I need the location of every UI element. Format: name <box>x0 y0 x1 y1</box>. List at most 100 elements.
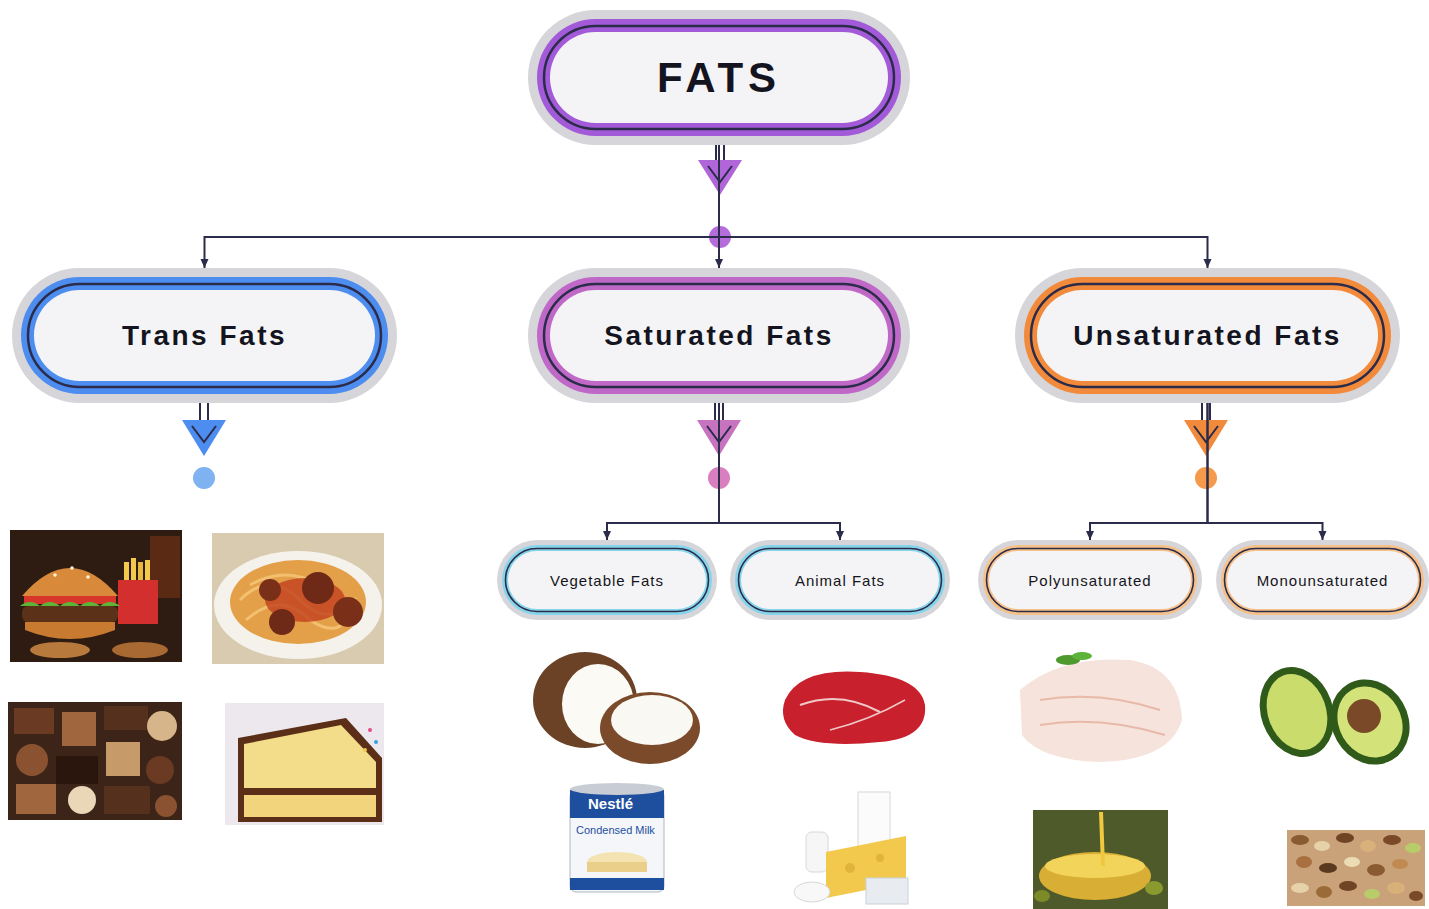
illustration-part <box>244 795 376 817</box>
pill-layer <box>1024 277 1391 394</box>
pill-layer <box>1015 268 1400 403</box>
illustration-part <box>1020 659 1182 762</box>
illustration-part <box>570 783 664 795</box>
illustration-part <box>1339 881 1357 891</box>
illustration-part <box>587 852 647 872</box>
pill-layer <box>1227 551 1418 609</box>
illustration-part <box>193 467 215 489</box>
illustration-part <box>1291 883 1309 893</box>
pill-layer <box>983 545 1197 615</box>
illustration-part <box>1367 864 1385 876</box>
fat-category-box: Unsaturated Fats <box>1015 268 1400 403</box>
illustration-part <box>20 602 120 606</box>
illustration-part <box>363 748 367 752</box>
illustration-part <box>1409 891 1423 901</box>
illustration-part <box>800 699 880 712</box>
illustration-part <box>1184 420 1228 456</box>
coconut-photo <box>533 652 700 764</box>
illustration-part <box>333 597 363 627</box>
condensed-milk-can <box>570 783 664 892</box>
illustration-part <box>783 672 925 744</box>
chocolates-photo <box>8 702 182 820</box>
pill-inner-outline <box>544 284 894 387</box>
illustration-part <box>16 744 48 776</box>
illustration-part <box>118 580 158 624</box>
illustration-part <box>587 862 647 872</box>
illustration-part <box>1364 889 1380 899</box>
illustration-part <box>368 728 372 732</box>
illustration-part <box>238 718 382 822</box>
illustration-part <box>570 790 664 892</box>
illustration-part <box>806 832 828 872</box>
pill-layer <box>537 19 901 136</box>
illustration-part <box>104 786 150 814</box>
illustration-part <box>1392 859 1408 869</box>
connector <box>1090 403 1208 540</box>
pill-inner-outline <box>739 549 942 612</box>
avocado-photo <box>1247 656 1424 779</box>
illustration-part <box>1360 840 1376 852</box>
node-label: Saturated Fats <box>604 320 834 352</box>
illustration-part <box>8 702 182 820</box>
illustration-part <box>1383 835 1401 845</box>
illustration-part <box>16 784 56 814</box>
illustration-part <box>830 700 905 730</box>
illustration-part <box>62 712 96 746</box>
burger-photo <box>10 530 182 662</box>
package-text: Nestlé <box>588 795 633 812</box>
pill-layer <box>1037 290 1378 381</box>
illustration-part <box>1033 810 1168 909</box>
pill-layer <box>550 32 888 123</box>
illustration-part <box>794 882 830 902</box>
node-label: Trans Fats <box>122 320 287 352</box>
illustration-part <box>1405 843 1421 853</box>
pill-layer <box>735 545 945 615</box>
illustration-part <box>56 756 98 784</box>
fat-category-box: Trans Fats <box>12 268 397 403</box>
pill-layer <box>1216 540 1429 620</box>
illustration-part <box>230 560 366 644</box>
node-label: Vegetable Fats <box>550 572 664 589</box>
pill-inner-outline <box>1031 284 1384 387</box>
spaghetti-photo <box>212 533 384 664</box>
illustration-part <box>1287 830 1425 906</box>
illustration-part <box>14 708 54 734</box>
pill-layer <box>989 551 1191 609</box>
illustration-part <box>1344 857 1360 867</box>
pill-layer <box>741 551 939 609</box>
illustration-part <box>68 786 96 814</box>
connector <box>607 403 719 540</box>
illustration-part <box>244 725 376 788</box>
pill-layer <box>730 540 950 620</box>
pill-layer <box>21 277 388 394</box>
fat-category-box: Saturated Fats <box>528 268 910 403</box>
illustration-part <box>155 795 177 817</box>
illustration-part <box>876 854 884 862</box>
pill-layer <box>12 268 397 403</box>
illustration-part <box>845 863 855 873</box>
connector <box>205 145 720 268</box>
connector <box>1208 403 1323 540</box>
node-label: Monounsaturated <box>1257 572 1389 589</box>
illustration-part <box>1336 833 1354 843</box>
illustration-part <box>1319 863 1337 873</box>
fat-subtype-box: Vegetable Fats <box>497 540 717 620</box>
node-label: FATS <box>657 54 781 102</box>
pill-layer <box>502 545 712 615</box>
illustration-part <box>1194 426 1218 442</box>
node-label: Animal Fats <box>795 572 885 589</box>
illustration-part <box>1291 835 1309 845</box>
illustration-part <box>374 740 378 744</box>
node-label: Unsaturated Fats <box>1073 320 1342 352</box>
illustration-part <box>1040 697 1160 710</box>
dairy-photo <box>794 792 908 904</box>
illustration-part <box>147 711 177 741</box>
illustration-part <box>1314 841 1330 851</box>
pill-layer <box>528 268 910 403</box>
pill-layer <box>528 10 910 145</box>
connector <box>719 145 1208 268</box>
package-text: Condensed Milk <box>576 824 655 836</box>
illustration-part <box>104 706 148 730</box>
illustration-part <box>1145 881 1163 895</box>
